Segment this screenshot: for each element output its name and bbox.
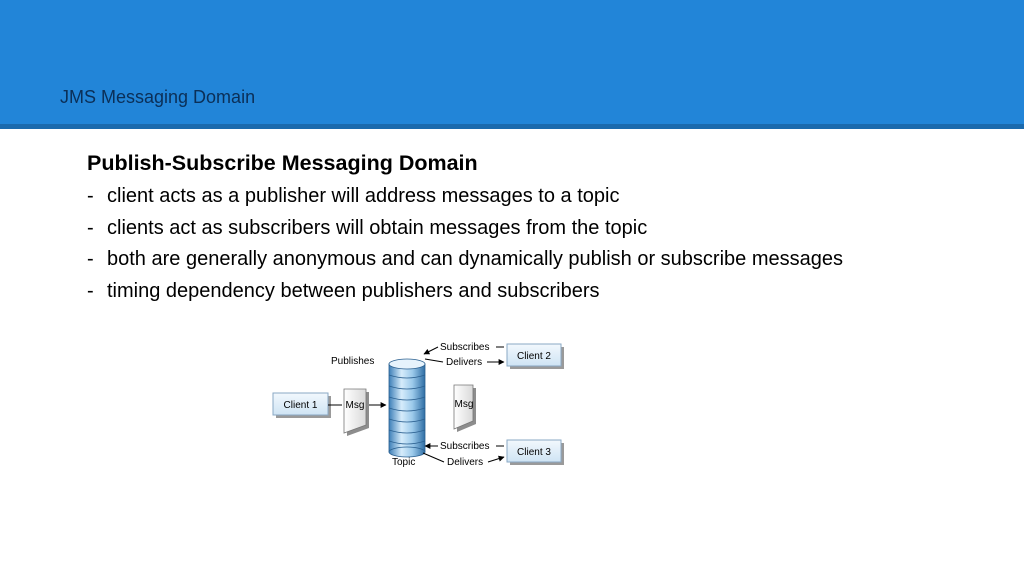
bullet-text: client acts as a publisher will address …	[107, 185, 620, 207]
slide-content: Publish-Subscribe Messaging Domain -clie…	[87, 149, 987, 307]
bullet-item: -timing dependency between publishers an…	[87, 276, 987, 308]
bullet-marker: -	[87, 216, 94, 239]
delivers-bottom-label: Delivers	[447, 457, 483, 468]
msg-left-label: Msg	[346, 400, 365, 411]
subscribes-bottom-label: Subscribes	[440, 441, 489, 452]
bullet-text: both are generally anonymous and can dyn…	[107, 248, 843, 270]
topic-cylinder	[388, 358, 426, 458]
msg-right-label: Msg	[455, 399, 474, 410]
pubsub-diagram-svg: Client 1 Msg Publishes	[272, 342, 564, 468]
header-divider	[0, 124, 1024, 129]
delivers-top-label: Delivers	[446, 357, 482, 368]
topic-label: Topic	[392, 457, 415, 468]
pubsub-diagram: Client 1 Msg Publishes	[268, 335, 573, 475]
client3-box: Client 3	[506, 439, 564, 465]
bullet-item: -client acts as a publisher will address…	[87, 181, 987, 213]
msg-right-document: Msg	[453, 384, 476, 432]
bullet-item: -both are generally anonymous and can dy…	[87, 244, 987, 276]
client2-label: Client 2	[517, 351, 551, 362]
slide-header	[0, 0, 1024, 124]
bullet-list: -client acts as a publisher will address…	[87, 181, 987, 307]
client3-label: Client 3	[517, 447, 551, 458]
delivers-top-line	[424, 358, 444, 363]
client1-box: Client 1	[272, 392, 331, 418]
delivers-bottom-arrow	[487, 455, 505, 463]
bullet-marker: -	[87, 279, 94, 302]
publishes-label: Publishes	[331, 356, 374, 367]
client2-box: Client 2	[506, 343, 564, 369]
client1-label: Client 1	[284, 400, 318, 411]
bullet-text: clients act as subscribers will obtain m…	[107, 216, 648, 239]
slide-title: JMS Messaging Domain	[60, 87, 256, 107]
section-heading: Publish-Subscribe Messaging Domain	[87, 151, 478, 175]
delivers-bottom-line	[422, 452, 445, 463]
bullet-marker: -	[87, 248, 94, 270]
bullet-marker: -	[87, 185, 94, 207]
msg-left-document: Msg	[343, 388, 369, 436]
bullet-text: timing dependency between publishers and…	[107, 279, 600, 302]
bullet-item: -clients act as subscribers will obtain …	[87, 213, 987, 245]
subscribes-top-label: Subscribes	[440, 342, 489, 353]
subscribes-top-arrow	[423, 346, 439, 355]
